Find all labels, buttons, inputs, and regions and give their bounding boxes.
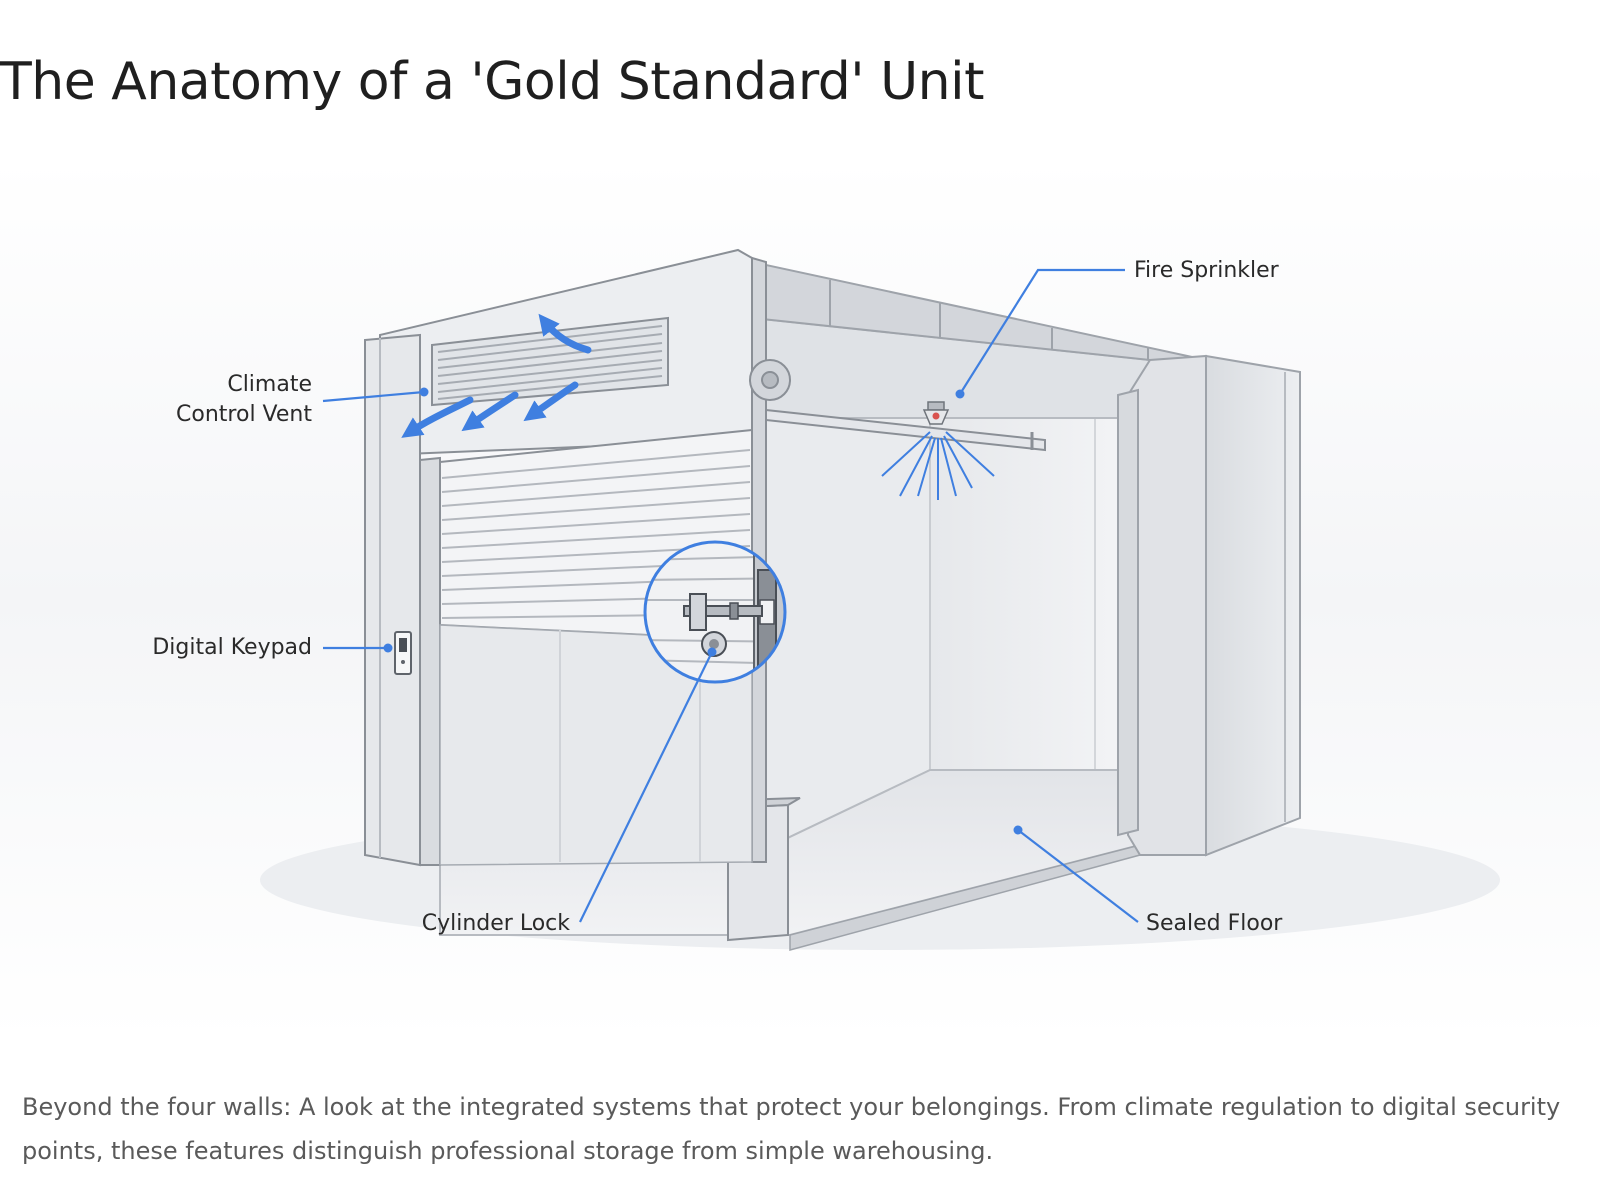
right-outer-panel xyxy=(1205,354,1301,857)
leader-climate-vent xyxy=(322,390,425,403)
door-frame-left xyxy=(419,456,441,866)
water-spray xyxy=(881,431,995,500)
diagram-caption: Beyond the four walls: A look at the int… xyxy=(22,1093,1561,1165)
page-title: The Anatomy of a 'Gold Standard' Unit xyxy=(0,52,984,112)
airflow-arrow-icon xyxy=(401,313,592,438)
climate-vent xyxy=(431,316,669,407)
keypad-icon xyxy=(394,631,412,675)
storage-unit-diagram xyxy=(0,160,1600,1040)
door-roller xyxy=(749,359,791,401)
leader-cylinder-lock xyxy=(579,651,713,923)
front-left-pillar xyxy=(364,333,421,867)
label-climate-line2: Control Vent xyxy=(176,402,312,427)
label-fire-sprinkler: Fire Sprinkler xyxy=(1134,258,1279,283)
leader-sealed-floor xyxy=(1017,829,1139,923)
leader-fire-sprinkler xyxy=(959,268,1125,395)
label-cylinder-lock: Cylinder Lock xyxy=(421,911,570,936)
sprinkler-pipe xyxy=(765,408,1046,452)
cylinder-lock-icon xyxy=(683,593,763,657)
interior-back-wall xyxy=(929,417,1129,771)
label-climate-control-vent: Climate Control Vent xyxy=(150,370,312,430)
callout-dots xyxy=(383,387,1023,835)
sprinkler-icon xyxy=(922,401,950,425)
callout-lines xyxy=(322,268,1139,923)
ceiling-joists xyxy=(829,280,1149,360)
label-climate-line1: Climate xyxy=(227,372,312,397)
back-post xyxy=(1117,388,1139,837)
label-sealed-floor: Sealed Floor xyxy=(1146,911,1283,936)
right-side-wall xyxy=(1127,354,1207,856)
label-digital-keypad: Digital Keypad xyxy=(152,635,312,660)
